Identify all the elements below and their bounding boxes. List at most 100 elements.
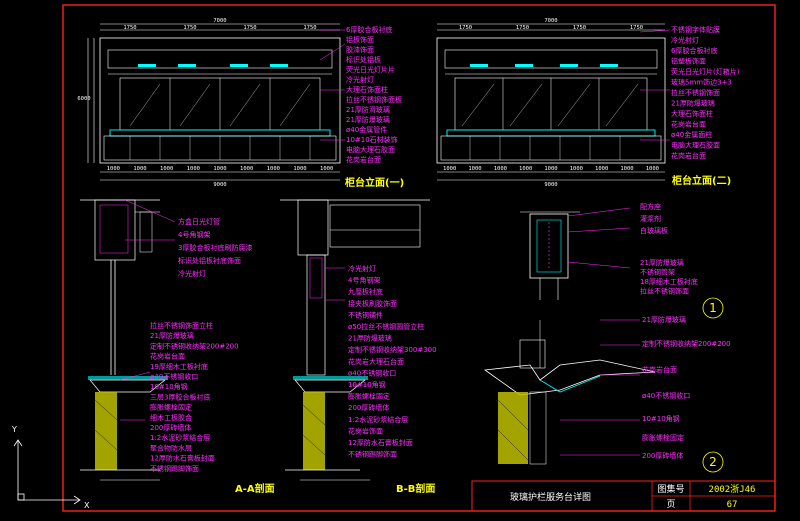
callout-label: 膨胀螺栓固定: [348, 392, 390, 401]
callout-label: 10#10角钢: [150, 382, 188, 391]
callout-label: 配方座: [640, 202, 661, 211]
dimension-text: 1000: [519, 166, 532, 172]
dimension-text: 1000: [107, 166, 120, 172]
callout-label: ø40不锈钢收口: [150, 372, 198, 381]
drawing-number-label: 图集号: [657, 483, 684, 495]
section-bb: [280, 199, 430, 481]
callout-label: 12厚防水石膏板封面: [150, 454, 215, 463]
detail-2-marker: [702, 451, 724, 473]
section-aa: [80, 199, 176, 481]
view-title-elevation-left: 柜台立面(一): [344, 176, 404, 189]
ucs-x-label: X: [84, 501, 90, 510]
dimension-text: 7000: [213, 18, 226, 24]
callout-label: 拉丝不锈钢饰面: [671, 88, 720, 97]
callout-label: 1:2水泥砂浆结合层: [150, 433, 210, 442]
callout-label: 细木工板胶合: [150, 413, 192, 422]
callout-label: 不锈钢踢脚饰面: [348, 450, 397, 459]
dimension-text: 1000: [267, 166, 280, 172]
callout-label: 三层3厚胶合板衬底: [150, 392, 210, 401]
callout-label: 19厚细木工板衬底: [150, 362, 208, 371]
drawing-title: 玻璃护栏服务台详图: [510, 491, 591, 503]
callout-label: 大理石饰面柱: [671, 109, 713, 118]
callout-label: 10#10石材装饰: [346, 135, 398, 144]
callout-label: ø40不锈钢收口: [348, 368, 396, 377]
detail-1-marker: [702, 297, 724, 319]
dimension-text: 1000: [443, 166, 456, 172]
callout-label: 膨胀螺栓固定: [150, 403, 192, 412]
callout-label: 10#10角钢: [642, 414, 680, 423]
callout-label: 6厚胶合板衬底: [671, 46, 717, 55]
callout-label: 九厘板衬底: [348, 287, 383, 296]
callout-label: 荧光日光灯片(灯箱片): [671, 67, 740, 76]
ucs-axis-icon: [13, 439, 81, 505]
dimension-text: 1750: [573, 25, 586, 31]
dimension-text: 1000: [320, 166, 333, 172]
callout-label: 标识处铝板: [346, 55, 381, 64]
callout-label: 胶漆饰面: [346, 45, 374, 54]
callout-label: 冷光射灯: [348, 264, 376, 273]
dimension-text: 1000: [240, 166, 253, 172]
callout-label: ø40金属面柱: [671, 130, 712, 139]
callout-label: 200厚砖墙体: [150, 423, 191, 432]
callout-label: 花岗岩台面: [346, 155, 381, 164]
title-block: [471, 480, 776, 512]
dimension-text: 1750: [303, 25, 316, 31]
dimension-text: 1000: [570, 166, 583, 172]
elevation-right: [436, 23, 671, 181]
callout-label: 接夹板刷胶饰面: [348, 299, 397, 308]
callout-label: 荧光日光灯片片: [346, 65, 395, 74]
dimension-text: 7000: [544, 18, 557, 24]
callout-label: 冷光射灯: [178, 269, 206, 278]
callout-label: 定制不锈钢收纳架200#200: [642, 339, 731, 348]
dimension-text: 9000: [213, 182, 226, 188]
callout-label: 3厚胶合板衬底刷防腐漆: [178, 243, 252, 252]
callout-label: 拉丝不锈钢饰面板: [346, 95, 402, 104]
detail-2-number: 2: [709, 455, 717, 469]
callout-label: 聚合物防水层: [150, 443, 192, 452]
callout-label: 21厚防爆玻璃: [346, 115, 390, 124]
dimension-text: 1000: [160, 166, 173, 172]
callout-label: 200厚砖墙体: [348, 403, 389, 412]
drawing-frame: [62, 4, 776, 512]
dimension-text: 1000: [293, 166, 306, 172]
callout-label: 花岗岩台面: [150, 352, 185, 361]
callout-label: 花岗岩台面: [671, 120, 706, 129]
callout-label: 冷光射灯: [671, 36, 699, 45]
view-title-section-aa: A-A剖面: [235, 482, 275, 495]
detail-1-number: 1: [709, 301, 717, 315]
dimension-text: 1000: [468, 166, 481, 172]
callout-label: 膨胀螺栓固定: [642, 433, 684, 442]
dimension-text: 1000: [494, 166, 507, 172]
callout-label: 大理石饰面柱: [346, 85, 388, 94]
callout-label: 1:2水泥砂浆结合层: [348, 415, 408, 424]
page-label: 页: [666, 499, 675, 510]
callout-label: 不锈钢字体贴膜: [671, 25, 720, 34]
callout-label: 21厚防爆玻璃: [150, 331, 194, 340]
elevation-left: [87, 23, 346, 181]
callout-label: 花岗岩台面: [671, 151, 706, 160]
callout-label: 定制不锈钢收纳架300#300: [348, 345, 437, 354]
callout-label: 4号角钢架: [178, 230, 210, 239]
callout-label: 不锈钢管架: [640, 268, 675, 277]
callout-label: 不锈钢铺件: [348, 310, 383, 319]
dimension-text: 1750: [123, 25, 136, 31]
dimension-text: 1000: [646, 166, 659, 172]
dimension-text: 1750: [459, 25, 472, 31]
dimension-text: 1000: [544, 166, 557, 172]
dimension-text: 1750: [516, 25, 529, 31]
callout-label: 玻璃5mm饰边3+3: [671, 78, 732, 87]
callout-label: 拉丝不锈钢饰面立柱: [150, 321, 213, 330]
dimension-text: 6000: [77, 96, 90, 102]
view-title-section-bb: B-B剖面: [396, 482, 435, 495]
callout-label: 电脑大理石胶面: [346, 145, 395, 154]
dimension-text: 1750: [183, 25, 196, 31]
page-number: 67: [727, 500, 738, 510]
drawing-number: 2002浙J46: [709, 483, 756, 495]
callout-label: 10#10角钢: [348, 380, 386, 389]
dimension-text: 1750: [630, 25, 643, 31]
dimension-text: 9000: [544, 182, 557, 188]
callout-label: 标识处铝板衬底饰面: [178, 256, 241, 265]
callout-label: 12厚防水石膏板封面: [348, 438, 413, 447]
